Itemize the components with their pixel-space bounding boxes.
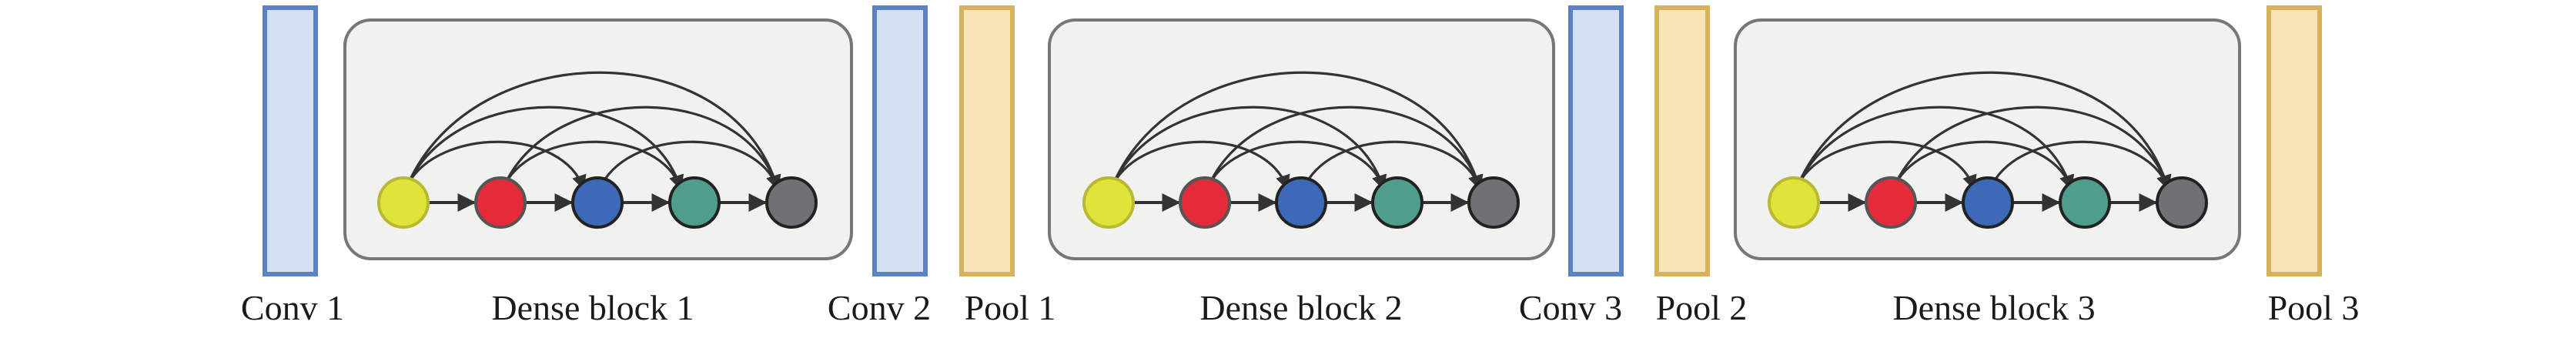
conv3-layer	[1568, 5, 1624, 276]
label-pool2: Pool 2	[1655, 288, 1748, 327]
label-conv2: Conv 2	[827, 288, 932, 327]
label-conv3: Conv 3	[1518, 288, 1623, 327]
label-dense-block-1: Dense block 1	[491, 288, 694, 327]
dense-block-2-node-3	[1275, 176, 1327, 229]
dense-block-2-skip-edge-2-4	[1208, 140, 1387, 190]
label-pool1: Pool 1	[964, 288, 1056, 327]
dense-block-1-skip-edge-1-3	[406, 140, 587, 190]
dense-block-3-skip-edge-2-4	[1894, 140, 2074, 190]
conv2-layer	[872, 5, 928, 276]
dense-block-3-node-4	[2059, 176, 2111, 229]
dense-block-1-skip-edge-2-4	[503, 140, 684, 190]
dense-block-2-skip-edge-1-5	[1112, 71, 1484, 190]
dense-block-2-node-1	[1082, 176, 1135, 229]
label-conv1: Conv 1	[240, 288, 345, 327]
label-pool3: Pool 3	[2267, 288, 2360, 327]
label-dense-block-3: Dense block 3	[1892, 288, 2096, 327]
dense-block-1-skip-edge-1-4	[406, 106, 684, 190]
dense-block-2-skip-edge-3-5	[1304, 140, 1483, 190]
dense-block-3-skip-edge-1-5	[1797, 71, 2172, 190]
dense-block-1-node-4	[668, 176, 721, 229]
dense-block-3-node-5	[2156, 176, 2208, 229]
dense-block-2-skip-edge-1-4	[1112, 106, 1387, 190]
dense-block-1	[343, 18, 853, 260]
dense-block-3	[1734, 18, 2241, 260]
dense-block-2-skip-edge-2-5	[1208, 106, 1484, 190]
pool1-layer	[959, 5, 1015, 276]
dense-block-3-node-2	[1865, 176, 1917, 229]
dense-block-3-skip-edge-1-4	[1797, 106, 2075, 190]
label-dense-block-2: Dense block 2	[1199, 288, 1403, 327]
pool3-layer	[2267, 5, 2322, 276]
conv1-layer	[263, 5, 318, 276]
dense-block-1-node-3	[571, 176, 624, 229]
dense-block-2-node-5	[1467, 176, 1520, 229]
dense-block-1-skip-edge-3-5	[601, 140, 781, 190]
dense-block-3-skip-edge-3-5	[1991, 140, 2171, 190]
dense-block-3-skip-edge-2-5	[1894, 106, 2172, 190]
dense-block-3-node-3	[1962, 176, 2014, 229]
dense-block-1-skip-edge-1-5	[406, 71, 781, 190]
dense-block-2-node-4	[1371, 176, 1423, 229]
dense-block-1-node-2	[474, 176, 527, 229]
dense-block-3-skip-edge-1-3	[1797, 140, 1977, 190]
dense-block-1-skip-edge-2-5	[503, 106, 781, 190]
dense-block-1-node-5	[765, 176, 818, 229]
dense-block-2	[1048, 18, 1555, 260]
dense-block-2-node-2	[1179, 176, 1231, 229]
dense-block-1-node-1	[377, 176, 430, 229]
dense-block-2-skip-edge-1-3	[1112, 140, 1290, 190]
pool2-layer	[1654, 5, 1710, 276]
dense-block-3-node-1	[1768, 176, 1820, 229]
